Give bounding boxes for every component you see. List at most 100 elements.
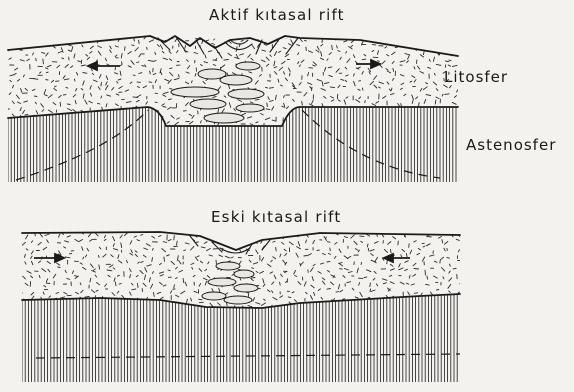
texture-tick xyxy=(400,75,404,76)
texture-tick xyxy=(256,250,258,254)
texture-tick xyxy=(126,125,129,127)
texture-tick xyxy=(170,72,173,75)
texture-tick xyxy=(15,68,18,70)
texture-tick xyxy=(99,247,101,249)
texture-tick xyxy=(453,114,455,115)
texture-tick xyxy=(42,52,45,53)
texture-tick xyxy=(347,256,351,259)
texture-tick xyxy=(26,249,28,250)
texture-tick xyxy=(191,246,194,250)
texture-tick xyxy=(132,289,136,290)
texture-tick xyxy=(228,53,232,56)
texture-tick xyxy=(390,282,394,284)
texture-tick xyxy=(238,100,242,102)
texture-tick xyxy=(385,47,387,49)
texture-tick xyxy=(153,74,156,75)
texture-tick xyxy=(56,293,59,294)
texture-tick xyxy=(285,253,287,255)
texture-tick xyxy=(186,103,189,106)
texture-tick xyxy=(113,237,115,241)
texture-tick xyxy=(294,300,296,302)
texture-tick xyxy=(90,52,92,54)
texture-tick xyxy=(224,60,229,61)
texture-tick xyxy=(105,124,107,125)
texture-tick xyxy=(320,263,323,264)
texture-tick xyxy=(430,255,434,256)
texture-tick xyxy=(44,90,46,95)
texture-tick xyxy=(433,57,434,61)
texture-tick xyxy=(274,67,277,68)
texture-tick xyxy=(247,117,251,118)
texture-tick xyxy=(181,291,185,294)
texture-tick xyxy=(269,88,273,89)
texture-tick xyxy=(36,58,37,61)
texture-tick xyxy=(212,44,215,45)
texture-tick xyxy=(46,53,49,56)
texture-tick xyxy=(449,48,452,51)
texture-tick xyxy=(221,65,225,68)
texture-tick xyxy=(248,292,249,297)
texture-tick xyxy=(345,80,347,81)
texture-tick xyxy=(128,52,131,54)
texture-tick xyxy=(213,65,216,66)
texture-tick xyxy=(301,60,304,63)
texture-tick xyxy=(331,100,334,101)
texture-tick xyxy=(407,61,409,63)
texture-tick xyxy=(434,311,437,312)
texture-tick xyxy=(392,52,396,55)
texture-tick xyxy=(90,240,92,241)
texture-tick xyxy=(114,249,118,251)
texture-tick xyxy=(121,54,122,58)
texture-tick xyxy=(308,51,312,53)
texture-tick xyxy=(316,50,319,52)
texture-tick xyxy=(163,242,166,243)
texture-tick xyxy=(36,111,38,114)
texture-tick xyxy=(57,65,60,68)
texture-tick xyxy=(374,85,377,88)
texture-tick xyxy=(162,104,165,106)
texture-tick xyxy=(298,62,299,64)
texture-tick xyxy=(362,71,363,74)
texture-tick xyxy=(133,75,135,76)
texture-tick xyxy=(143,283,146,286)
texture-tick xyxy=(406,254,407,257)
texture-tick xyxy=(198,111,199,114)
texture-tick xyxy=(459,58,461,59)
texture-tick xyxy=(47,261,50,263)
texture-tick xyxy=(373,278,375,280)
texture-tick xyxy=(98,46,102,48)
texture-tick xyxy=(368,248,369,251)
texture-tick xyxy=(392,61,394,63)
texture-tick xyxy=(149,278,150,282)
texture-tick xyxy=(43,37,44,40)
texture-tick xyxy=(83,267,86,269)
texture-tick xyxy=(79,240,82,242)
texture-tick xyxy=(13,85,14,88)
texture-tick xyxy=(412,95,414,99)
texture-tick xyxy=(414,67,415,69)
texture-tick xyxy=(374,261,376,263)
texture-tick xyxy=(259,75,261,77)
texture-tick xyxy=(76,292,79,293)
texture-tick xyxy=(395,303,398,306)
texture-tick xyxy=(114,278,115,282)
texture-tick xyxy=(284,249,286,251)
texture-tick xyxy=(43,292,44,294)
texture-tick xyxy=(251,58,253,60)
texture-tick xyxy=(115,73,118,74)
texture-tick xyxy=(452,314,455,317)
texture-tick xyxy=(73,95,76,97)
texture-tick xyxy=(347,59,350,63)
texture-tick xyxy=(354,121,356,125)
texture-tick xyxy=(53,274,56,278)
texture-tick xyxy=(113,244,114,247)
texture-tick xyxy=(164,92,169,93)
texture-tick xyxy=(96,290,98,291)
texture-tick xyxy=(225,234,228,236)
texture-tick xyxy=(19,39,24,40)
texture-tick xyxy=(445,94,449,95)
texture-tick xyxy=(33,53,34,55)
texture-tick xyxy=(209,232,211,233)
texture-tick xyxy=(150,71,151,74)
texture-tick xyxy=(358,89,360,90)
